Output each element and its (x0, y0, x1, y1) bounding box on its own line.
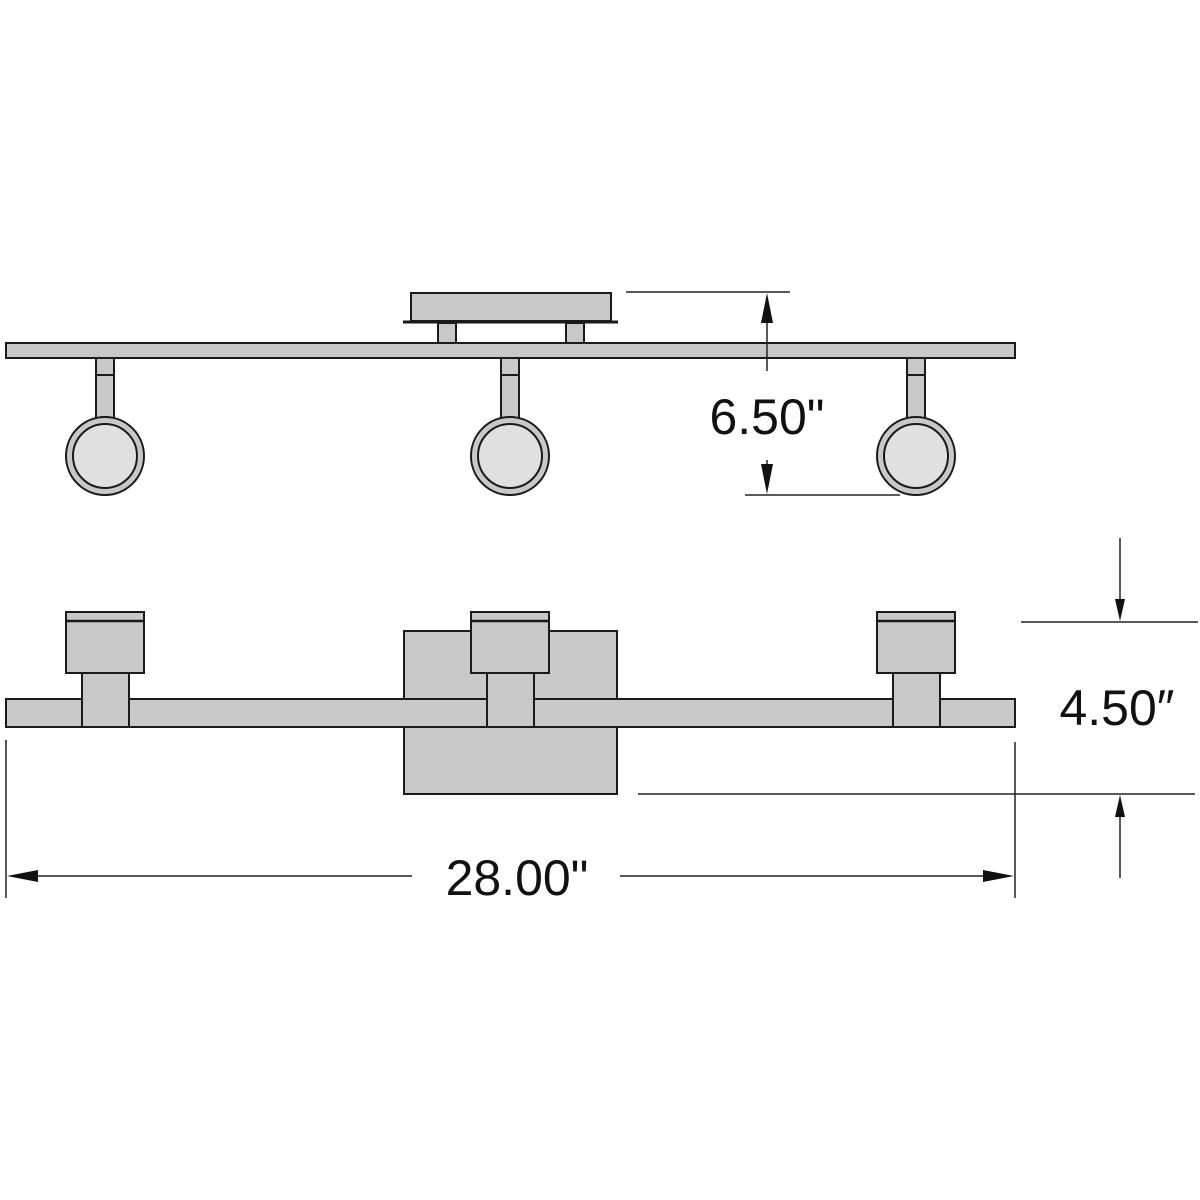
mount-block (892, 672, 941, 728)
height-dimension: 6.50" (626, 291, 900, 496)
stem-joint (906, 357, 926, 376)
lamp-lens (72, 423, 138, 489)
height-label: 6.50" (709, 389, 824, 445)
lamp-lens (477, 423, 543, 489)
depth-label: 4.50″ (1059, 680, 1174, 736)
arrow-right-icon (983, 870, 1014, 882)
width-label: 28.00" (446, 850, 589, 906)
stem (95, 374, 115, 420)
spotlight-front-2 (470, 611, 550, 728)
stem (906, 374, 926, 420)
stem-joint (95, 357, 115, 376)
track-bar-side (5, 342, 1016, 359)
width-dimension: 28.00" (5, 740, 1016, 906)
canopy (410, 292, 612, 322)
spotlight-front-3 (876, 611, 956, 728)
depth-dimension: 4.50″ (638, 538, 1198, 878)
stem (500, 374, 520, 420)
arrow-left-icon (7, 870, 38, 882)
spotlight-side-3 (876, 357, 956, 496)
arrow-down-icon (1115, 599, 1125, 621)
canopy-post-left (437, 322, 457, 345)
lamp-lens (883, 423, 949, 489)
side-view: 6.50" (5, 291, 1016, 496)
arrow-up-icon (761, 293, 773, 323)
arrow-up-icon (1115, 795, 1125, 817)
canopy-post-right (565, 322, 585, 345)
front-view: 4.50″ 28.00" (5, 538, 1198, 906)
mount-block (486, 672, 535, 728)
mount-block (81, 672, 130, 728)
spotlight-front-1 (65, 611, 145, 728)
spotlight-side-1 (65, 357, 145, 496)
arrow-down-icon (761, 464, 773, 494)
spotlight-side-2 (470, 357, 550, 496)
stem-joint (500, 357, 520, 376)
